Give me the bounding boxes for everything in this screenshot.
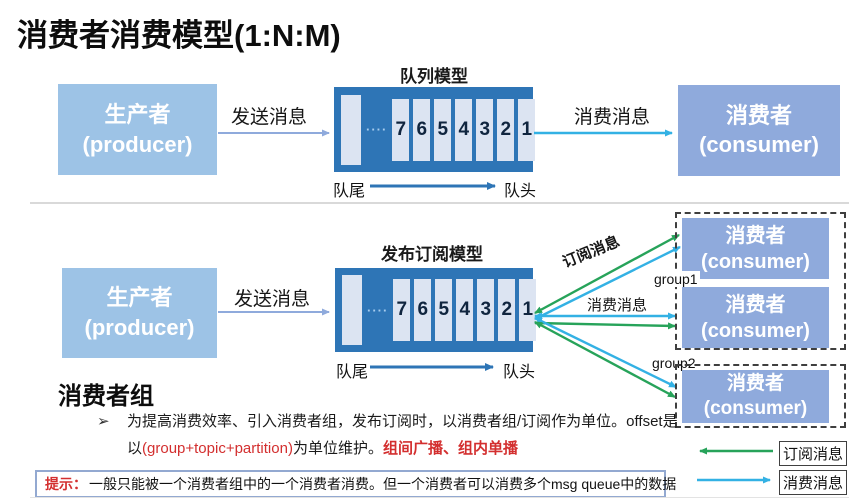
fanout-arrows <box>534 233 681 399</box>
send-message-label-top: 发送消息 <box>230 107 307 128</box>
consumer-box-group1-b: 消费者 (consumer) <box>682 287 829 348</box>
consume-message-label-top: 消费消息 <box>573 107 650 128</box>
tail-to-head-arrow-pubsub <box>370 363 494 371</box>
consumer-label-cn: 消费者 <box>725 293 786 316</box>
queue-slot: 5 <box>435 279 453 341</box>
bullet-icon: ➢ <box>97 413 110 430</box>
queue-slot: 7 <box>393 279 411 341</box>
consumer-label-cn: 消费者 <box>725 224 786 247</box>
page-title: 消费者消费模型(1:N:M) <box>17 18 341 53</box>
queue-slot: 7 <box>392 98 410 161</box>
consumer-box-group1-a: 消费者 (consumer) <box>682 218 829 279</box>
send-message-arrow-pubsub <box>218 308 330 316</box>
pubsub-model-title: 发布订阅模型 <box>381 245 483 264</box>
queue-slot: 6 <box>413 98 431 161</box>
consumer-label-en: (consumer) <box>703 397 808 419</box>
send-message-arrow-top <box>218 129 330 137</box>
queue-slot: 1 <box>518 98 536 161</box>
note-line1: 为提高消费效率、引入消费者组，发布订阅时，以消费者组/订阅作为单位。offset… <box>127 413 678 430</box>
note-line2-black2: 为单位维护。 <box>292 440 383 457</box>
producer-label-en: (producer) <box>82 131 193 157</box>
consumer-group-heading: 消费者组 <box>58 383 154 410</box>
queue-tail-label-top: 队尾 <box>333 183 366 200</box>
queue-slot: 1 <box>519 279 537 341</box>
legend-consume-label: 消费消息 <box>779 470 847 495</box>
note-line2-red2: 组间广播、组内单播 <box>382 440 518 457</box>
legend-subscribe-label: 订阅消息 <box>779 441 847 466</box>
consumer-box-queue-model: 消费者 (consumer) <box>678 85 840 176</box>
queue-slot: 5 <box>434 98 452 161</box>
consume-message-label-pubsub: 消费消息 <box>587 297 648 314</box>
hint-text: 一般只能被一个消费者组中的一个消费者消费。但一个消费者可以消费多个msg que… <box>89 476 677 492</box>
slide-bottom-edge <box>30 497 849 498</box>
consumer-box-group2: 消费者 (consumer) <box>682 370 829 423</box>
consumer-label-en: (consumer) <box>701 319 810 342</box>
queue-slot: 2 <box>497 98 515 161</box>
queue-head-label-top: 队头 <box>504 183 537 200</box>
queue-slot: 2 <box>498 279 516 341</box>
queue-box-pubsub: ···· 7 6 5 4 3 2 1 <box>335 268 537 352</box>
group1-label: group1 <box>652 271 700 287</box>
note-line2-red1: (group+topic+partition) <box>142 440 293 457</box>
producer-box-queue-model: 生产者 (producer) <box>58 84 217 175</box>
queue-slot: 4 <box>455 98 473 161</box>
producer-label-cn: 生产者 <box>104 101 171 127</box>
producer-label-cn: 生产者 <box>106 285 173 311</box>
producer-label-en: (producer) <box>84 315 195 340</box>
consumer-label-cn: 消费者 <box>725 102 792 128</box>
queue-slot: 3 <box>476 98 494 161</box>
group2-label: group2 <box>650 355 698 371</box>
tail-to-head-arrow-top <box>370 182 496 190</box>
queue-box-top: ···· 7 6 5 4 3 2 1 <box>334 87 536 172</box>
queue-slot: 6 <box>414 279 432 341</box>
queue-dots: ···· <box>366 122 388 137</box>
legend-consume-arrow <box>697 476 771 484</box>
queue-tail-label-pubsub: 队尾 <box>336 364 369 381</box>
consume-message-arrow-top <box>534 129 673 137</box>
queue-dots: ···· <box>367 302 389 318</box>
consumer-label-en: (consumer) <box>699 131 819 157</box>
legend-subscribe-arrow <box>699 447 773 455</box>
queue-empty-slot <box>341 94 361 165</box>
consumer-label-cn: 消费者 <box>726 372 784 394</box>
note-line2-black1: 以 <box>127 440 143 457</box>
hint-label: 提示： <box>45 476 87 492</box>
queue-model-title: 队列模型 <box>400 67 468 86</box>
send-message-label-pubsub: 发送消息 <box>233 289 310 310</box>
producer-box-pubsub-model: 生产者 (producer) <box>62 268 217 358</box>
hint-box: 提示： 一般只能被一个消费者组中的一个消费者消费。但一个消费者可以消费多个msg… <box>35 470 676 498</box>
queue-slot: 3 <box>477 279 495 341</box>
note-line2: 以(group+topic+partition)为单位维护。组间广播、组内单播 <box>127 437 518 458</box>
group2-box <box>675 364 846 428</box>
queue-empty-slot <box>342 275 362 345</box>
queue-slot: 4 <box>456 279 474 341</box>
queue-head-label-pubsub: 队头 <box>503 364 536 381</box>
section-divider <box>30 202 849 204</box>
consumer-label-en: (consumer) <box>701 250 810 273</box>
